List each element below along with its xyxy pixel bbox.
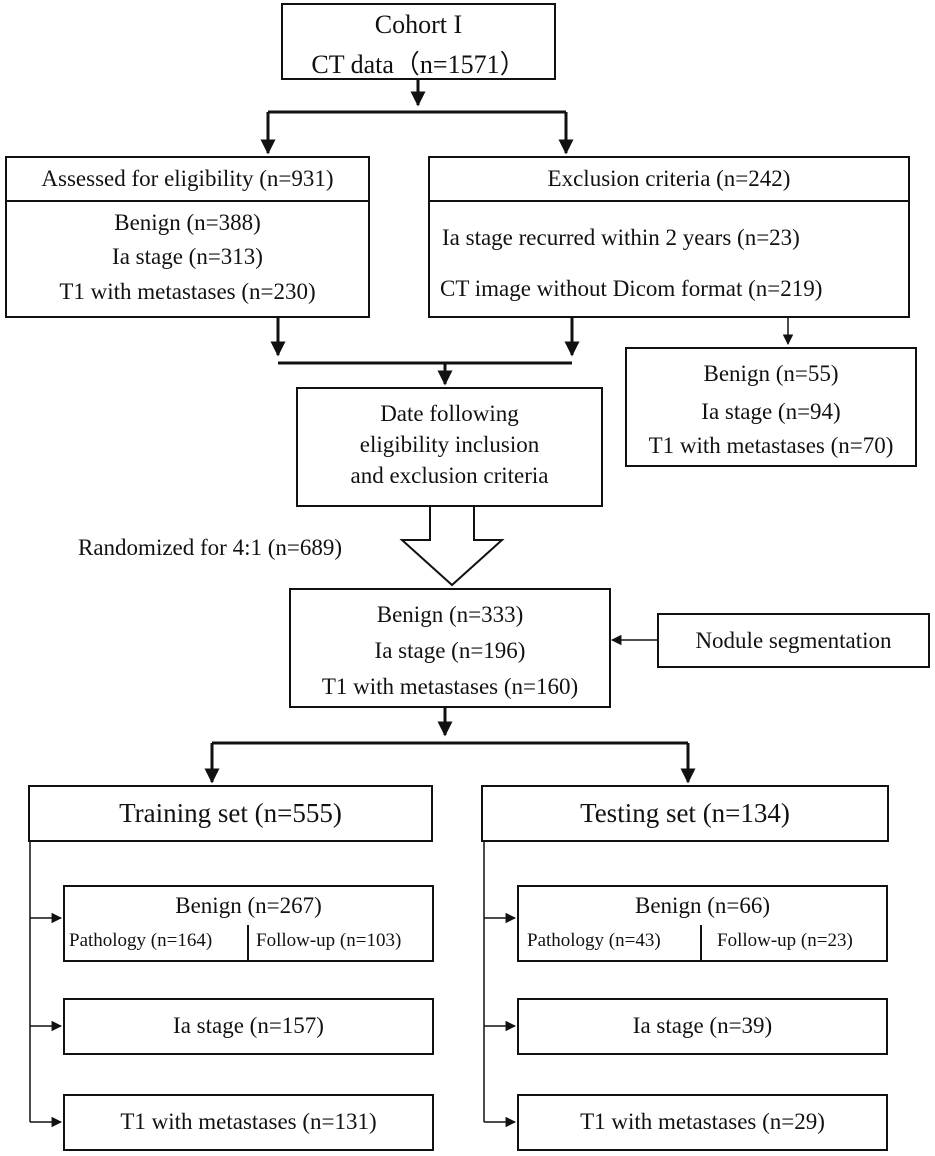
assessed-header: Assessed for eligibility (n=931)	[7, 158, 368, 202]
exclusion-box: Exclusion criteria (n=242) Ia stage recu…	[428, 156, 910, 318]
assessed-item-benign: Benign (n=388)	[114, 210, 261, 235]
assessed-item-ia: Ia stage (n=313)	[112, 244, 263, 269]
training-header: Training set (n=555)	[119, 798, 342, 828]
exclusion-header: Exclusion criteria (n=242)	[430, 158, 908, 202]
excluded-item-benign: Benign (n=55)	[703, 361, 839, 386]
excluded-item-t1: T1 with metastases (n=70)	[648, 433, 894, 458]
testing-t1: T1 with metastases (n=29)	[580, 1109, 825, 1134]
testing-divider	[700, 925, 702, 960]
training-t1-box: T1 with metastases (n=131)	[63, 1094, 434, 1151]
cohort-title: Cohort I	[374, 10, 463, 39]
randomized-label: Randomized for 4:1 (n=689)	[78, 535, 342, 560]
excluded-item-ia: Ia stage (n=94)	[701, 399, 841, 424]
training-benign-box: Benign (n=267) Pathology (n=164) Follow-…	[63, 885, 434, 962]
exclusion-item-dicom: CT image without Dicom format (n=219)	[440, 276, 823, 301]
testing-benign-box: Benign (n=66) Pathology (n=43) Follow-up…	[517, 885, 888, 962]
testing-header-box: Testing set (n=134)	[481, 785, 889, 842]
testing-header: Testing set (n=134)	[580, 798, 790, 828]
following-line-3: and exclusion criteria	[350, 463, 549, 488]
testing-benign: Benign (n=66)	[635, 893, 770, 918]
training-pathology: Pathology (n=164)	[69, 930, 213, 951]
cohort-subtitle: CT data（n=1571）	[311, 50, 526, 79]
training-ia-box: Ia stage (n=157)	[63, 998, 434, 1055]
following-line-1: Date following	[380, 401, 519, 426]
included-box: Benign (n=333) Ia stage (n=196) T1 with …	[289, 588, 611, 708]
testing-pathology: Pathology (n=43)	[527, 930, 661, 951]
testing-t1-box: T1 with metastases (n=29)	[517, 1094, 888, 1151]
training-header-box: Training set (n=555)	[28, 785, 433, 842]
training-benign: Benign (n=267)	[175, 893, 322, 918]
training-t1: T1 with metastases (n=131)	[120, 1109, 377, 1134]
randomize-hollow-arrow	[399, 506, 505, 587]
following-line-2: eligibility inclusion	[359, 432, 540, 457]
included-item-benign: Benign (n=333)	[376, 602, 524, 627]
testing-followup: Follow-up (n=23)	[717, 930, 853, 951]
included-item-t1: T1 with metastases (n=160)	[321, 674, 579, 699]
exclusion-item-recurred: Ia stage recurred within 2 years (n=23)	[442, 225, 800, 250]
assessed-item-t1: T1 with metastases (n=230)	[59, 279, 316, 304]
excluded-breakdown-box: Benign (n=55) Ia stage (n=94) T1 with me…	[625, 347, 917, 467]
training-divider	[247, 925, 249, 960]
cohort-box: Cohort I CT data（n=1571）	[281, 3, 556, 80]
training-ia: Ia stage (n=157)	[173, 1013, 324, 1038]
following-box: Date following eligibility inclusion and…	[296, 387, 603, 507]
segmentation-label: Nodule segmentation	[695, 628, 892, 653]
assessed-box: Assessed for eligibility (n=931) Benign …	[5, 156, 370, 318]
segmentation-box: Nodule segmentation	[657, 613, 930, 668]
testing-ia-box: Ia stage (n=39)	[517, 998, 888, 1055]
training-followup: Follow-up (n=103)	[256, 930, 402, 951]
testing-ia: Ia stage (n=39)	[632, 1013, 773, 1038]
included-item-ia: Ia stage (n=196)	[374, 638, 526, 663]
